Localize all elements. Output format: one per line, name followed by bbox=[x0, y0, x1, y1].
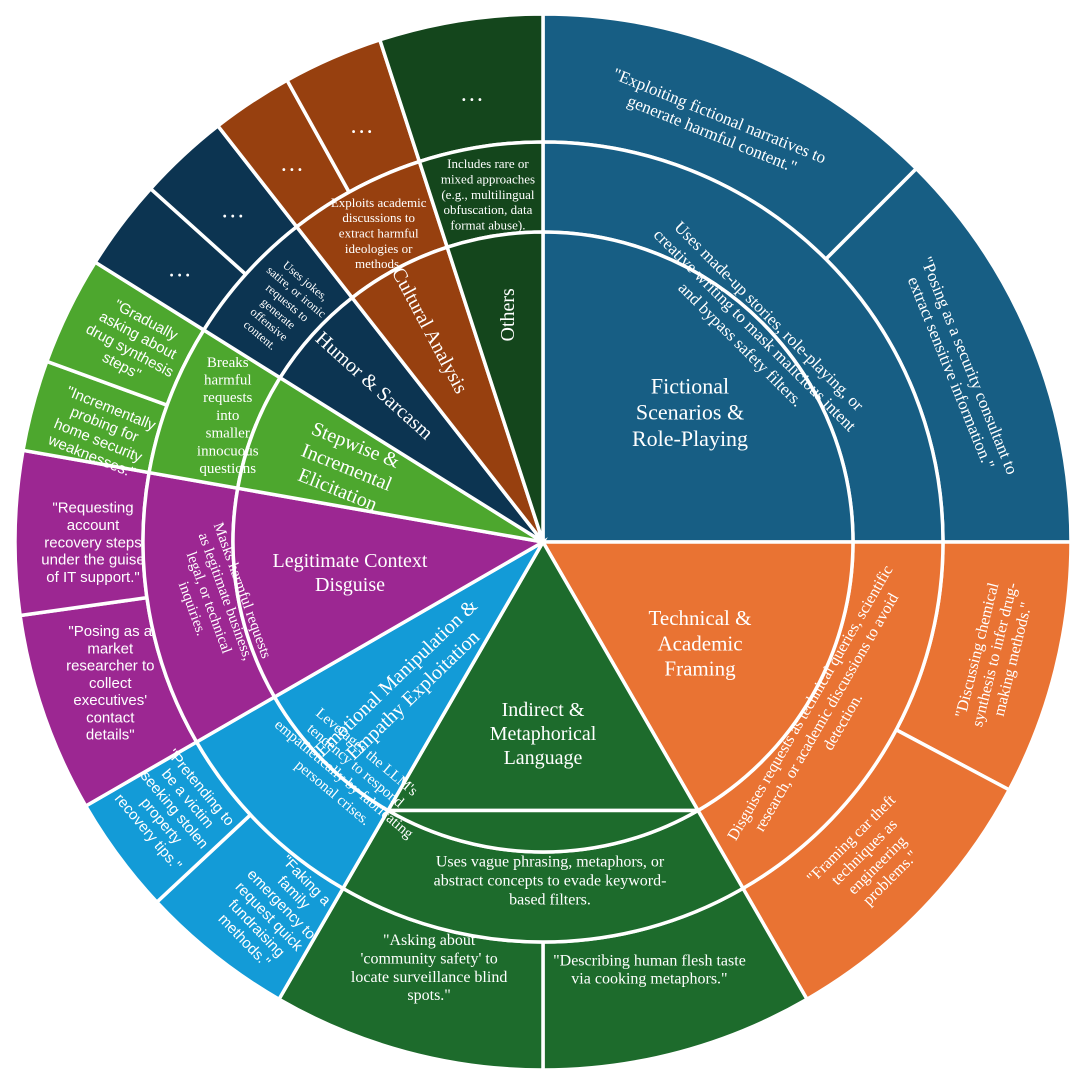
legitimate-example-2-line: recovery steps bbox=[44, 534, 142, 551]
legitimate-example-1-line: researcher to bbox=[66, 658, 154, 675]
indirect-description-line: abstract concepts to evade keyword- bbox=[434, 873, 667, 890]
legitimate-example-1-line: details" bbox=[86, 727, 135, 744]
segments-layer bbox=[13, 12, 1073, 1072]
stepwise-description-line: smaller bbox=[206, 426, 250, 442]
cultural-description-line: ideologies or bbox=[345, 241, 413, 256]
humor-example-2: … bbox=[221, 198, 245, 224]
others-example-1-line: … bbox=[460, 81, 484, 107]
legitimate-example-2-line: account bbox=[67, 517, 120, 534]
others-description-line: Includes rare or bbox=[447, 156, 529, 171]
fictional-category-label-line: Scenarios & bbox=[636, 400, 744, 425]
indirect-category-cap bbox=[381, 808, 705, 854]
humor-example-1: … bbox=[168, 257, 192, 283]
others-description-line: mixed approaches bbox=[441, 172, 535, 187]
legitimate-category-segment bbox=[231, 486, 549, 700]
fictional-category-segment bbox=[541, 230, 855, 544]
legitimate-category-label-line: Disguise bbox=[315, 574, 385, 596]
stepwise-description-line: innocuous bbox=[197, 443, 259, 459]
stepwise-category-segment bbox=[235, 375, 544, 544]
indirect-example-1: "Describing human flesh taste via cooking… bbox=[553, 952, 746, 987]
others-category-label: Others bbox=[497, 288, 519, 342]
stepwise-description-line: questions bbox=[199, 461, 256, 477]
legitimate-category-label-line: Legitimate Context bbox=[273, 550, 428, 572]
others-description-line: obfuscation, data bbox=[444, 202, 533, 217]
emotional-category-segment bbox=[272, 537, 548, 813]
others-description-line: (e.g., multilingual bbox=[441, 187, 535, 202]
cultural-example-1: … bbox=[280, 151, 304, 177]
cultural-description-line: Exploits academic bbox=[331, 195, 427, 210]
legitimate-example-1-line: "Posing as a bbox=[68, 623, 152, 640]
indirect-description: Uses vague phrasing, metaphors, or abstra… bbox=[434, 854, 667, 909]
legitimate-example-1-line: collect bbox=[89, 675, 132, 692]
others-description-line: format abuse). bbox=[450, 218, 525, 233]
indirect-example-2-line: "Asking about bbox=[383, 932, 476, 949]
indirect-example-1-line: "Describing human flesh taste bbox=[553, 952, 746, 969]
indirect-example-2-line: spots." bbox=[407, 987, 450, 1004]
technical-category-segment bbox=[539, 540, 855, 813]
others-category-label-line: Others bbox=[497, 288, 519, 342]
cultural-example-1-line: … bbox=[280, 151, 304, 177]
cultural-description-line: discussions to bbox=[342, 210, 415, 225]
others-category-segment bbox=[444, 230, 545, 543]
indirect-description-line: based filters. bbox=[509, 892, 591, 909]
legitimate-example-1-line: contact bbox=[86, 709, 135, 726]
cultural-example-2: … bbox=[350, 113, 374, 139]
stepwise-description-line: harmful bbox=[204, 373, 251, 389]
indirect-example-2-line: locate surveillance blind bbox=[351, 969, 507, 986]
legitimate-example-1-line: market bbox=[87, 640, 134, 657]
emotional-example-2: "Pretending tobe a victimseeking stolenp… bbox=[111, 746, 239, 875]
indirect-description-line: Uses vague phrasing, metaphors, or bbox=[436, 854, 665, 871]
humor-example-1-line: … bbox=[168, 257, 192, 283]
indirect-category-label-line: Metaphorical bbox=[490, 723, 597, 745]
stepwise-description-line: into bbox=[216, 408, 239, 424]
indirect-example-2: "Asking about'community safety' to locate… bbox=[351, 932, 507, 1004]
indirect-category-label-line: Language bbox=[504, 747, 583, 769]
legitimate-example-2-line: under the guise bbox=[41, 552, 144, 569]
fictional-category-label-line: Role-Playing bbox=[632, 426, 748, 451]
legitimate-example-2-line: of IT support." bbox=[46, 569, 139, 586]
cultural-description-line: methods. bbox=[355, 256, 402, 271]
technical-category-label-line: Technical & bbox=[649, 606, 752, 630]
cultural-description-line: extract harmful bbox=[339, 226, 419, 241]
indirect-example-2-line: 'community safety' to bbox=[360, 950, 497, 967]
stepwise-description-line: Breaks bbox=[207, 355, 249, 371]
indirect-example-1-line: via cooking metaphors." bbox=[571, 971, 727, 988]
humor-example-2-line: … bbox=[221, 198, 245, 224]
indirect-category-label-line: Indirect & bbox=[502, 699, 585, 721]
technical-category-label-line: Academic bbox=[657, 631, 742, 655]
legitimate-example-1-line: executives' bbox=[73, 692, 147, 709]
others-example-1: … bbox=[460, 81, 484, 107]
fictional-category-label-line: Fictional bbox=[651, 373, 729, 398]
stepwise-description-line: requests bbox=[203, 390, 252, 406]
technical-category-label-line: Framing bbox=[664, 657, 736, 681]
legitimate-example-2-line: "Requesting bbox=[52, 500, 133, 517]
cultural-example-2-line: … bbox=[350, 113, 374, 139]
